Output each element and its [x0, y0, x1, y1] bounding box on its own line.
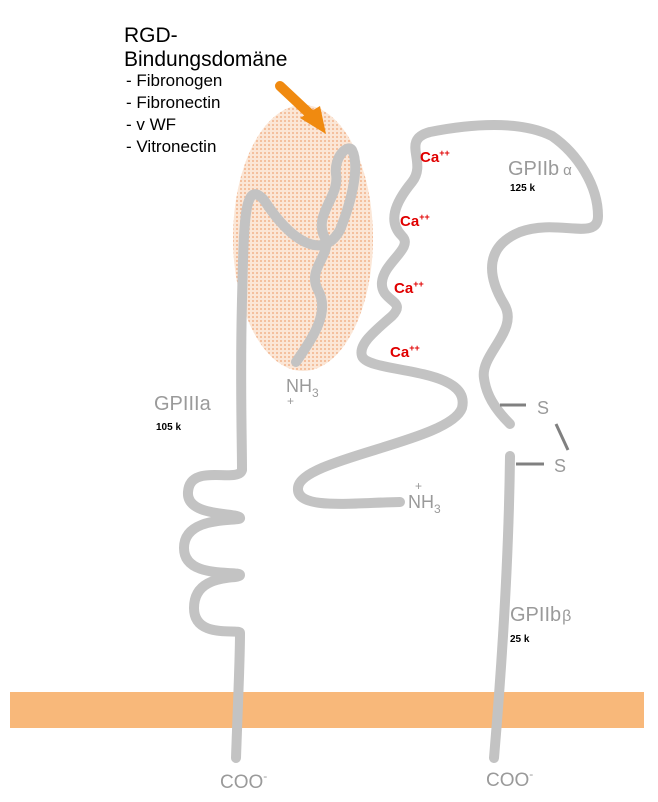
ligand-item: - Fibronectin	[126, 93, 220, 112]
sulfur-label-lower: S	[554, 456, 566, 476]
gp3a-label: GPIIIa	[154, 393, 212, 415]
sulfur-label-upper: S	[537, 398, 549, 418]
calcium-ion-label: Ca++	[390, 343, 420, 361]
calcium-ion-label: Ca++	[400, 212, 430, 230]
domain-title-line1: RGD-	[124, 24, 178, 47]
calcium-ion-label: Ca++	[420, 148, 450, 166]
gp2b-alpha-mass: 125 k	[510, 183, 535, 194]
cell-membrane	[10, 692, 644, 728]
ligand-item: - v WF	[126, 115, 176, 134]
gp2b-beta-mass: 25 k	[510, 634, 530, 645]
nh3-charge: +	[287, 394, 294, 408]
gp3a-mass: 105 k	[156, 422, 181, 433]
coo-terminus-label: COO-	[486, 767, 533, 791]
nh3-terminus-label: NH3	[408, 492, 441, 516]
gp2b-beta-label: GPIIbβ	[510, 604, 571, 626]
ligand-item: - Fibronogen	[126, 71, 222, 90]
nh3-charge: +	[415, 479, 422, 493]
disulfide-bridge	[556, 424, 568, 450]
domain-title-line2: Bindungsdomäne	[124, 48, 287, 71]
ligand-item: - Vitronectin	[126, 137, 216, 156]
coo-terminus-label: COO-	[220, 769, 267, 793]
calcium-ion-label: Ca++	[394, 279, 424, 297]
